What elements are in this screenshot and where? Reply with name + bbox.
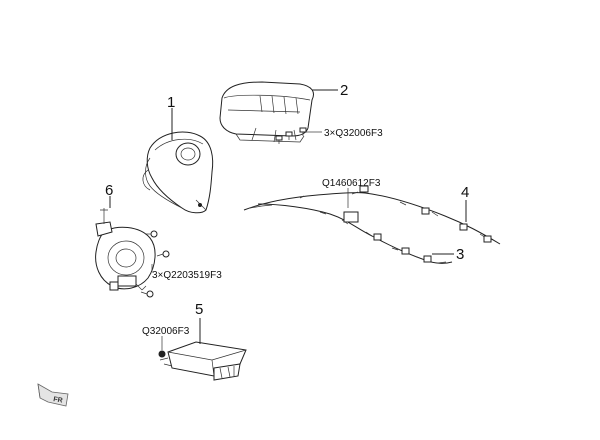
- curtain-airbag-upper: [243, 185, 501, 245]
- curtain-airbag-lower: [257, 203, 453, 264]
- curtain-bolt-code: Q1460612F3: [322, 178, 381, 189]
- clock-spring: [95, 208, 156, 291]
- passenger-airbag-bolts: [275, 127, 307, 144]
- airbag-control-module: [158, 341, 247, 381]
- passenger-airbag: [219, 81, 314, 143]
- module-nut-code: Q32006F3: [142, 326, 190, 337]
- callout-2: 2: [340, 82, 348, 99]
- clockspring-screws-code: 3×Q2203519F3: [152, 270, 222, 281]
- callout-3: 3: [456, 246, 464, 263]
- front-arrow-label: FR: [53, 396, 63, 405]
- front-arrow-icon: [37, 383, 69, 407]
- callout-1: 1: [167, 94, 175, 111]
- callout-5: 5: [195, 301, 203, 318]
- callout-6: 6: [105, 182, 113, 199]
- driver-airbag: [142, 131, 214, 214]
- passenger-bolts-code: 3×Q32006F3: [324, 128, 383, 139]
- clock-spring-screws: [140, 230, 170, 298]
- callout-4: 4: [461, 184, 469, 201]
